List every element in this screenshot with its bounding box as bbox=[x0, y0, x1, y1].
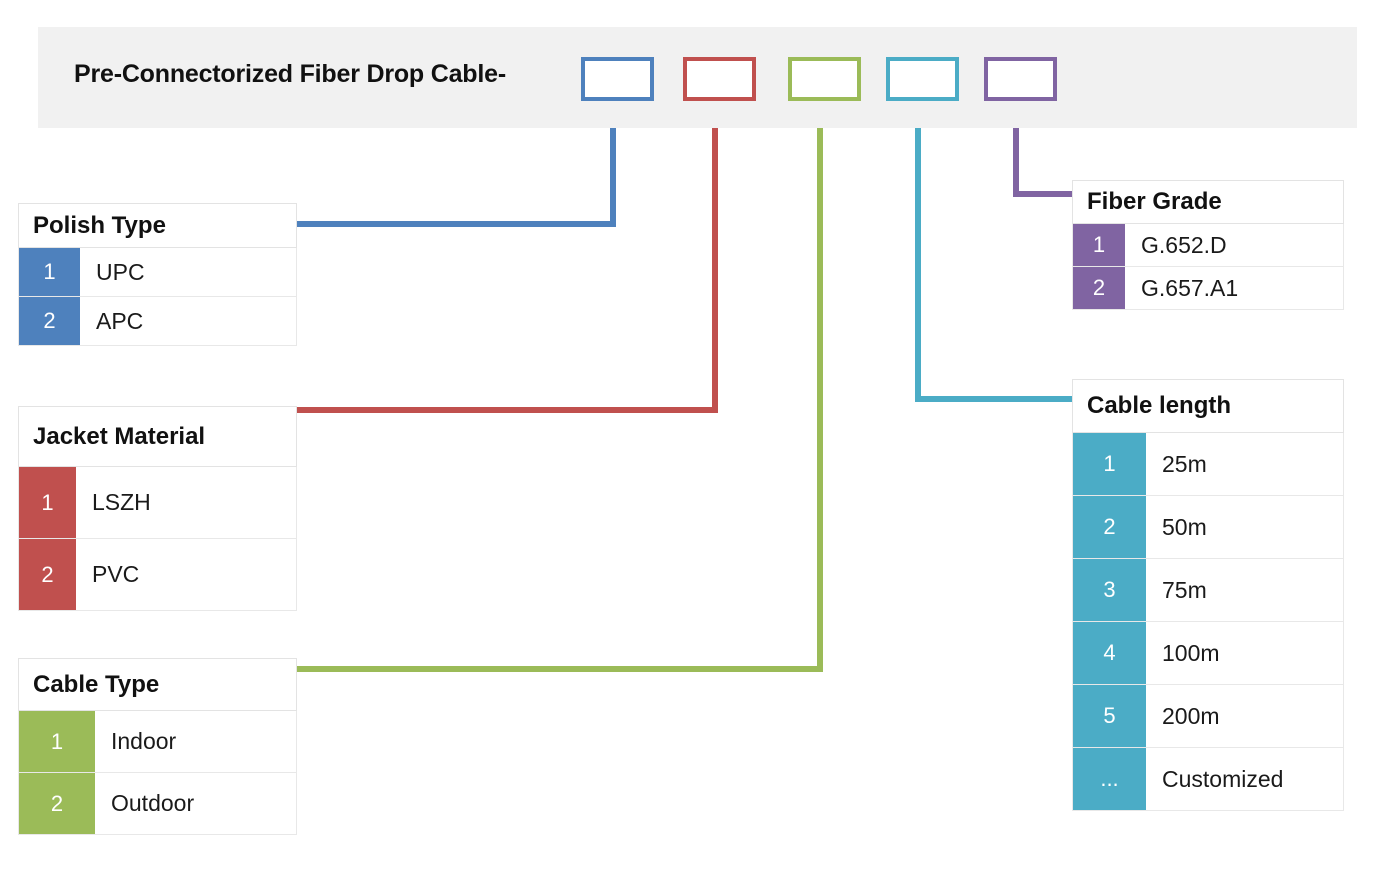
row-label: Outdoor bbox=[111, 790, 195, 816]
row-code: 1 bbox=[1073, 433, 1146, 495]
row-code: 3 bbox=[1073, 559, 1146, 621]
connector-cable-length-vertical bbox=[915, 93, 921, 402]
code-box-fiber-grade[interactable] bbox=[984, 57, 1057, 101]
row-label: APC bbox=[96, 307, 144, 334]
table-jacket-material: Jacket Material 1 LSZH 2 PVC bbox=[18, 406, 297, 611]
connector-polish-type-vertical bbox=[610, 93, 616, 227]
row-label: UPC bbox=[96, 258, 145, 285]
row-label: 75m bbox=[1162, 576, 1207, 603]
table-jacket-material-header: Jacket Material bbox=[18, 406, 297, 467]
row-code: 2 bbox=[19, 773, 95, 834]
row-label: Customized bbox=[1162, 765, 1284, 792]
row-label: 50m bbox=[1162, 513, 1207, 540]
table-row[interactable]: 4 100m bbox=[1072, 622, 1344, 685]
row-code: 1 bbox=[1073, 224, 1125, 266]
connector-jacket-material-horizontal bbox=[295, 407, 718, 413]
table-row[interactable]: 3 75m bbox=[1072, 559, 1344, 622]
table-row[interactable]: 1 G.652.D bbox=[1072, 224, 1344, 267]
table-polish-type: Polish Type 1 UPC 2 APC bbox=[18, 203, 297, 346]
table-cable-length-title: Cable length bbox=[1087, 392, 1232, 419]
table-cable-length-header: Cable length bbox=[1072, 379, 1344, 433]
table-row[interactable]: 1 UPC bbox=[18, 248, 297, 297]
table-cable-type-title: Cable Type bbox=[33, 670, 160, 698]
page-title: Pre-Connectorized Fiber Drop Cable- bbox=[74, 60, 506, 88]
connector-fiber-grade-horizontal bbox=[1013, 191, 1081, 197]
table-row[interactable]: 2 G.657.A1 bbox=[1072, 267, 1344, 310]
table-fiber-grade-title: Fiber Grade bbox=[1087, 188, 1222, 215]
row-code: 5 bbox=[1073, 685, 1146, 747]
row-label: LSZH bbox=[92, 489, 151, 515]
code-box-polish-type[interactable] bbox=[581, 57, 654, 101]
row-label: PVC bbox=[92, 561, 140, 587]
table-jacket-material-title: Jacket Material bbox=[33, 422, 206, 450]
connector-polish-type-horizontal bbox=[295, 221, 616, 227]
connector-cable-type-vertical bbox=[817, 93, 823, 672]
row-label: 100m bbox=[1162, 639, 1220, 666]
table-row[interactable]: 1 25m bbox=[1072, 433, 1344, 496]
row-code: 1 bbox=[19, 248, 80, 296]
row-code: 1 bbox=[19, 467, 76, 538]
row-code: 2 bbox=[19, 297, 80, 345]
table-row[interactable]: ... Customized bbox=[1072, 748, 1344, 811]
table-cable-type-header: Cable Type bbox=[18, 658, 297, 711]
code-box-cable-length[interactable] bbox=[886, 57, 959, 101]
table-row[interactable]: 2 APC bbox=[18, 297, 297, 346]
table-row[interactable]: 2 PVC bbox=[18, 539, 297, 611]
row-code: 2 bbox=[19, 539, 76, 610]
table-fiber-grade: Fiber Grade 1 G.652.D 2 G.657.A1 bbox=[1072, 180, 1344, 310]
connector-cable-type-horizontal bbox=[295, 666, 823, 672]
table-row[interactable]: 1 Indoor bbox=[18, 711, 297, 773]
row-label: 200m bbox=[1162, 702, 1220, 729]
connector-jacket-material-vertical bbox=[712, 93, 718, 413]
table-cable-type: Cable Type 1 Indoor 2 Outdoor bbox=[18, 658, 297, 835]
row-label: G.652.D bbox=[1141, 231, 1227, 258]
connector-cable-length-horizontal bbox=[915, 396, 1080, 402]
code-box-cable-type[interactable] bbox=[788, 57, 861, 101]
row-code: 2 bbox=[1073, 267, 1125, 309]
row-code: 2 bbox=[1073, 496, 1146, 558]
row-label: 25m bbox=[1162, 450, 1207, 477]
row-code: 4 bbox=[1073, 622, 1146, 684]
table-row[interactable]: 2 Outdoor bbox=[18, 773, 297, 835]
row-label: G.657.A1 bbox=[1141, 274, 1239, 301]
code-box-jacket-material[interactable] bbox=[683, 57, 756, 101]
row-code: ... bbox=[1073, 748, 1146, 810]
table-polish-type-header: Polish Type bbox=[18, 203, 297, 248]
row-label: Indoor bbox=[111, 728, 177, 754]
table-fiber-grade-header: Fiber Grade bbox=[1072, 180, 1344, 224]
table-cable-length: Cable length 1 25m 2 50m 3 75m 4 100m 5 … bbox=[1072, 379, 1344, 811]
table-row[interactable]: 5 200m bbox=[1072, 685, 1344, 748]
table-row[interactable]: 2 50m bbox=[1072, 496, 1344, 559]
row-code: 1 bbox=[19, 711, 95, 772]
table-polish-type-title: Polish Type bbox=[33, 211, 166, 239]
table-row[interactable]: 1 LSZH bbox=[18, 467, 297, 539]
connector-fiber-grade-vertical bbox=[1013, 93, 1019, 197]
